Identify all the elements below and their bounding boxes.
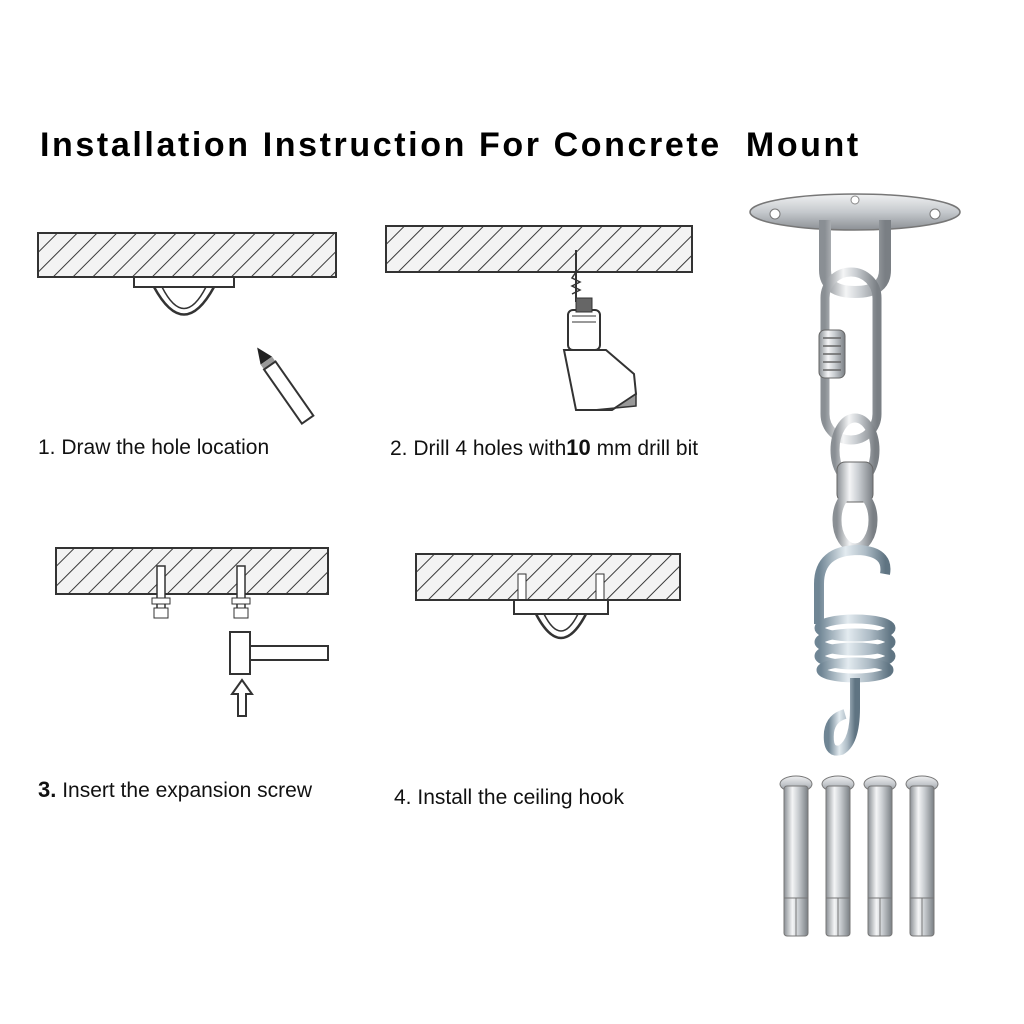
ceiling-plate-icon bbox=[37, 232, 337, 316]
step-1-number: 1. bbox=[38, 436, 56, 459]
arrow-up-icon bbox=[230, 678, 254, 717]
step-2-caption: 2. Drill 4 holes with10 mm drill bit bbox=[390, 434, 720, 463]
expansion-bolts-photo bbox=[779, 775, 939, 937]
step-2-text-a: Drill 4 holes with bbox=[413, 437, 567, 460]
step-1-caption: 1. Draw the hole location bbox=[38, 434, 269, 462]
expansion-bolt-icon bbox=[151, 565, 251, 619]
step-4-caption: 4. Install the ceiling hook bbox=[394, 784, 624, 812]
ceiling-slab bbox=[385, 225, 693, 302]
step-4-number: 4. bbox=[394, 786, 412, 809]
ceiling-plate-icon bbox=[749, 193, 961, 299]
hook-assembly-photo bbox=[749, 193, 961, 756]
expansion-bolt-insert bbox=[55, 547, 329, 717]
step-2-number: 2. bbox=[390, 437, 408, 460]
hammer-icon bbox=[229, 631, 329, 675]
page-title: Installation Instruction For Concrete Mo… bbox=[40, 126, 861, 164]
carabiner-icon bbox=[818, 267, 882, 445]
drill-icon bbox=[562, 297, 638, 411]
spring-hook-icon bbox=[814, 544, 896, 756]
installed-hook bbox=[415, 553, 681, 640]
step-2-drill-size: 10 bbox=[566, 435, 591, 460]
pencil-icon bbox=[257, 347, 315, 426]
step-4-illustration bbox=[415, 552, 686, 652]
step-3-text: Insert the expansion screw bbox=[62, 779, 312, 802]
step-3-illustration bbox=[55, 546, 336, 726]
expansion-bolt-icon bbox=[779, 775, 939, 937]
step-1-illustration bbox=[37, 232, 338, 432]
step-2-text-b: mm drill bit bbox=[596, 437, 699, 460]
step-4-text: Install the ceiling hook bbox=[417, 786, 624, 809]
step-3-caption: 3. Insert the expansion screw bbox=[38, 776, 312, 805]
step-2-illustration bbox=[385, 224, 696, 424]
step-1-text: Draw the hole location bbox=[61, 436, 270, 459]
step-3-number: 3. bbox=[38, 777, 57, 802]
